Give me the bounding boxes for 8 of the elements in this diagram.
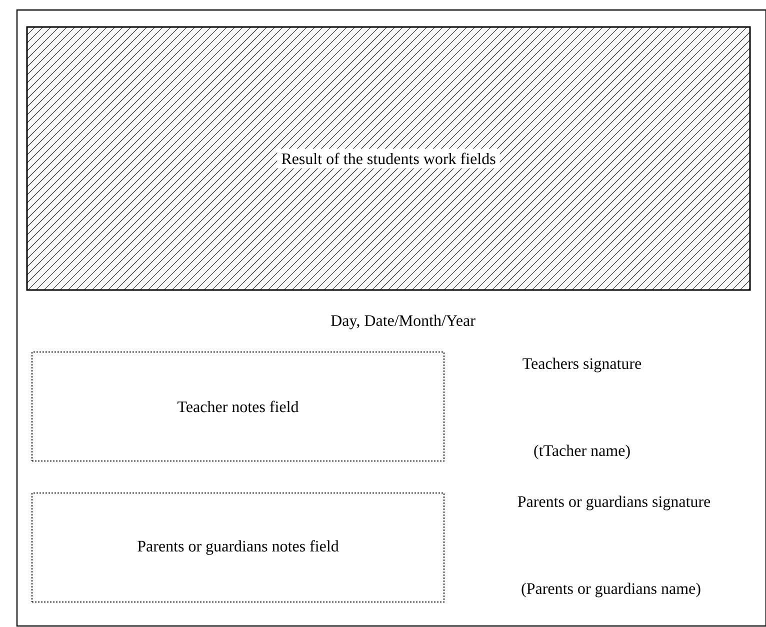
signature-line: Parents or guardians signature — [518, 496, 710, 510]
notes-box: Parents or guardians notes field — [32, 492, 444, 602]
date-line: Day, Date/Month/Year — [331, 314, 476, 330]
notes-box: Teacher notes field — [32, 352, 444, 462]
name-line: (Parents or guardians name) — [522, 582, 700, 598]
hatched-field: Result of the students work fields — [26, 26, 751, 291]
name-line: (tTacher name) — [534, 444, 630, 460]
signature-line: Teachers signature — [522, 358, 642, 372]
